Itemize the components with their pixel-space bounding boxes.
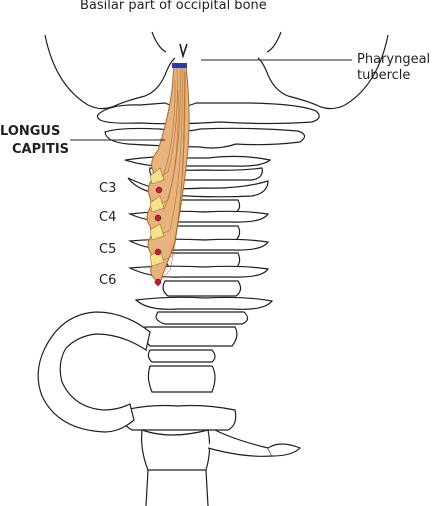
origin-dot-c3 <box>155 186 163 194</box>
atlas-vertebra <box>96 102 320 125</box>
origin-dot-c6 <box>154 278 162 286</box>
pharyngeal-tubercle-label: Pharyngeal tubercle <box>357 52 430 84</box>
pharyngeal-tubercle-line2: tubercle <box>357 68 411 83</box>
origin-dot-c5 <box>154 248 162 256</box>
insertion-marker <box>172 63 187 68</box>
c6-label: C6 <box>99 273 117 288</box>
c5-label: C5 <box>99 242 117 257</box>
cervical-vertebrae <box>124 155 274 325</box>
manubrium <box>141 429 302 506</box>
tendon-origins <box>149 167 165 267</box>
axis-vertebra <box>104 127 306 149</box>
c4-label: C4 <box>99 210 117 225</box>
first-rib <box>37 311 151 433</box>
leader-lines <box>70 59 352 141</box>
longus-capitis-line2: CAPITIS <box>12 142 70 157</box>
thoracic-vertebrae <box>122 326 238 431</box>
c3-label: C3 <box>99 181 117 196</box>
longus-capitis-line1: LONGUS <box>0 124 61 139</box>
origin-points <box>154 186 163 286</box>
basilar-part-label: Basilar part of occipital bone <box>80 0 267 13</box>
origin-dot-c4 <box>154 214 162 222</box>
longus-capitis-label: LONGUS CAPITIS <box>0 123 69 159</box>
occipital-bone <box>44 31 389 110</box>
pharyngeal-tubercle-line1: Pharyngeal <box>357 52 431 67</box>
longus-capitis-muscle <box>146 65 190 288</box>
